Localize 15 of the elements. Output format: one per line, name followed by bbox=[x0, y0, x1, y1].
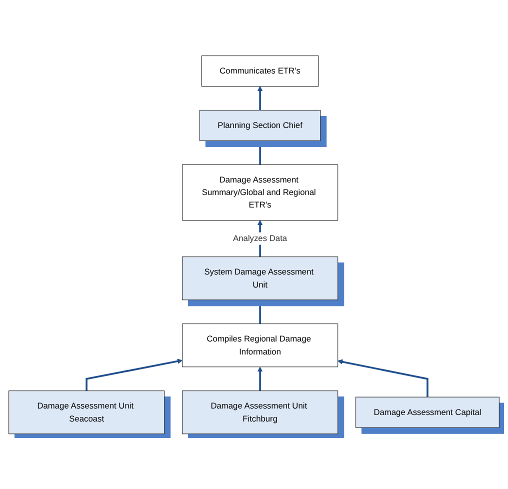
arrow bbox=[257, 299, 263, 324]
arrow bbox=[257, 140, 263, 164]
arrow bbox=[257, 86, 263, 110]
node-box: Damage Assessment Unit Fitchburg bbox=[182, 390, 338, 434]
node-box: System Damage Assessment Unit bbox=[182, 256, 338, 300]
arrow bbox=[86, 358, 183, 390]
edge-label: Analyzes Data bbox=[233, 233, 288, 243]
node-box: Planning Section Chief bbox=[199, 110, 321, 141]
node-box: Compiles Regional Damage Information bbox=[182, 323, 338, 367]
node-box: Damage Assessment Unit Seacoast bbox=[8, 390, 165, 434]
arrow bbox=[257, 366, 263, 390]
node-box: Damage Assessment Capital bbox=[355, 396, 500, 428]
arrow bbox=[338, 358, 428, 397]
node-box: Communicates ETR’s bbox=[201, 55, 319, 86]
node-box: Damage Assessment Summary/Global and Regional ETR’s bbox=[182, 164, 338, 220]
